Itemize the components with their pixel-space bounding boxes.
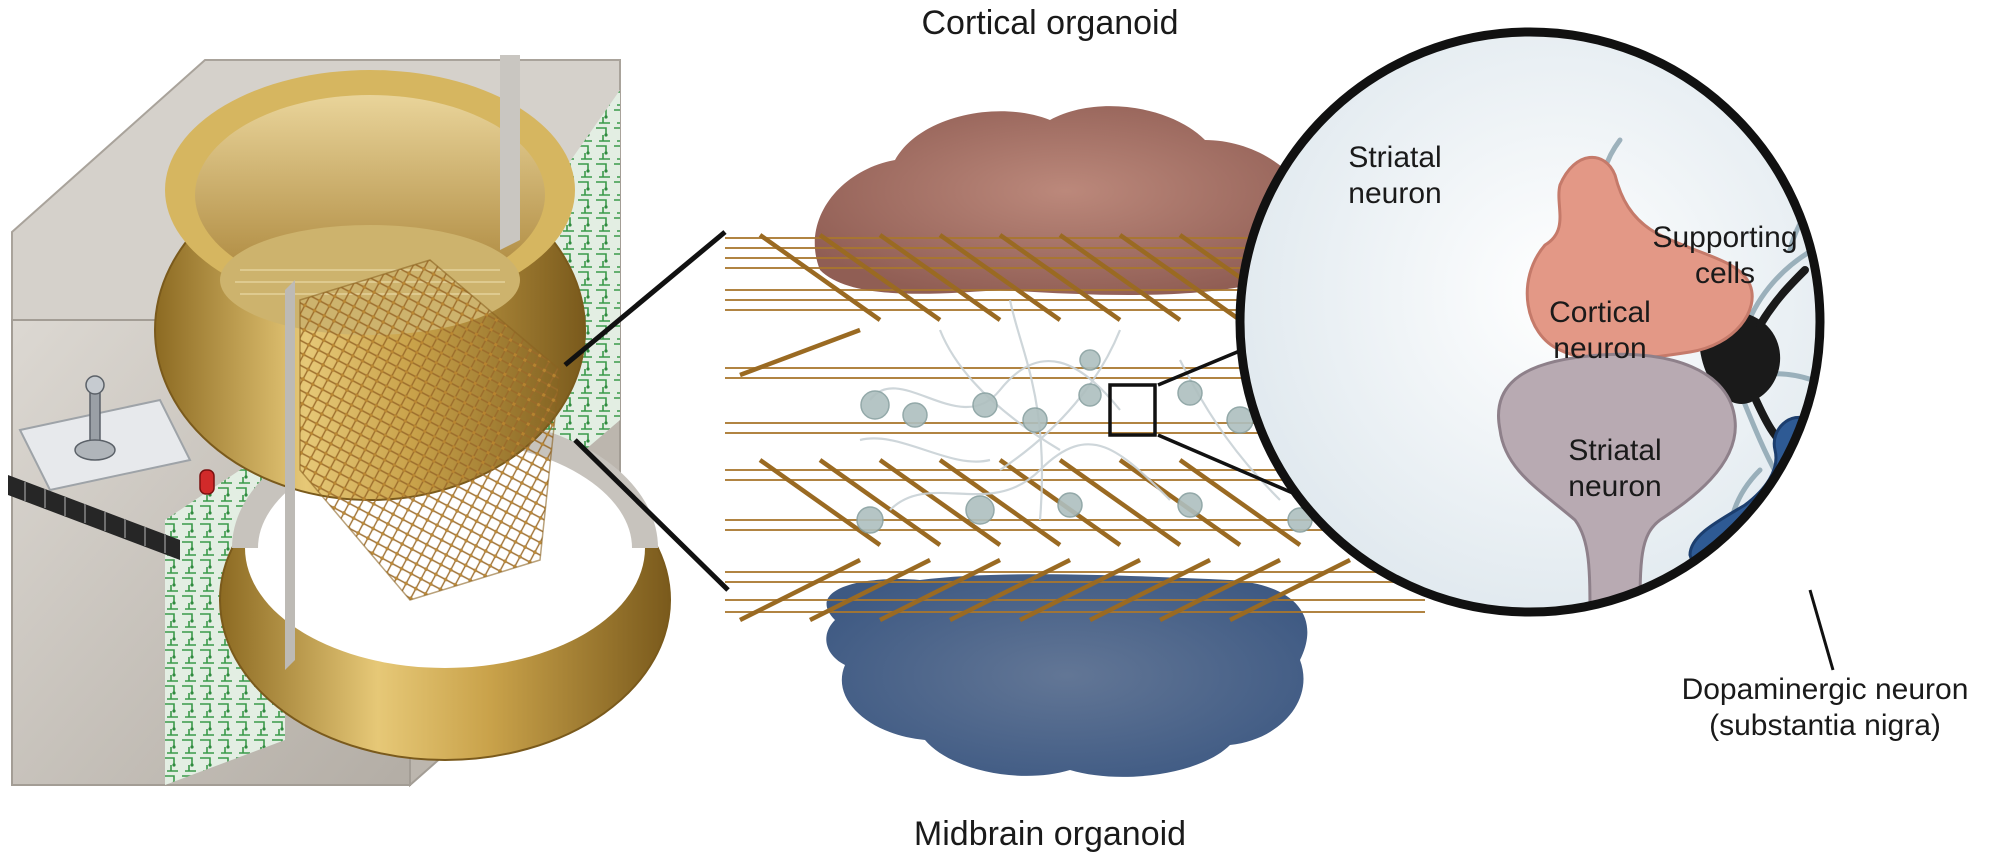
midbrain-organoid — [826, 574, 1308, 777]
cortical-neuron-label: Cortical neuron — [1549, 296, 1651, 365]
indicator-led — [199, 469, 215, 495]
electrode-cube — [300, 260, 560, 600]
striatal-neuron-label: Striatal neuron — [1568, 434, 1662, 503]
midbrain-organoid-label: Midbrain organoid — [913, 815, 1187, 853]
dopaminergic-callout-line — [1808, 589, 1835, 671]
cutaway-wall — [285, 280, 295, 670]
zoom-line-top — [563, 230, 727, 367]
inset-border — [1235, 27, 1825, 617]
dopaminergic-neuron-label: Dopaminergic neuron (substantia nigra) — [1681, 673, 1969, 742]
connector-strip — [8, 475, 180, 560]
striatal-neuron-callout-label: Striatal neuron — [1348, 141, 1442, 210]
device-illustration — [8, 55, 671, 788]
neuron-fibers — [859, 299, 1281, 521]
zoom-box — [1108, 383, 1157, 437]
striatal-neuron — [1497, 352, 1737, 612]
supporting-cells-label: Supporting cells — [1652, 221, 1798, 290]
cortical-neuron — [1525, 156, 1754, 362]
cortical-organoid-label: Cortical organoid — [921, 4, 1179, 42]
zoom-line-bottom — [573, 438, 730, 592]
